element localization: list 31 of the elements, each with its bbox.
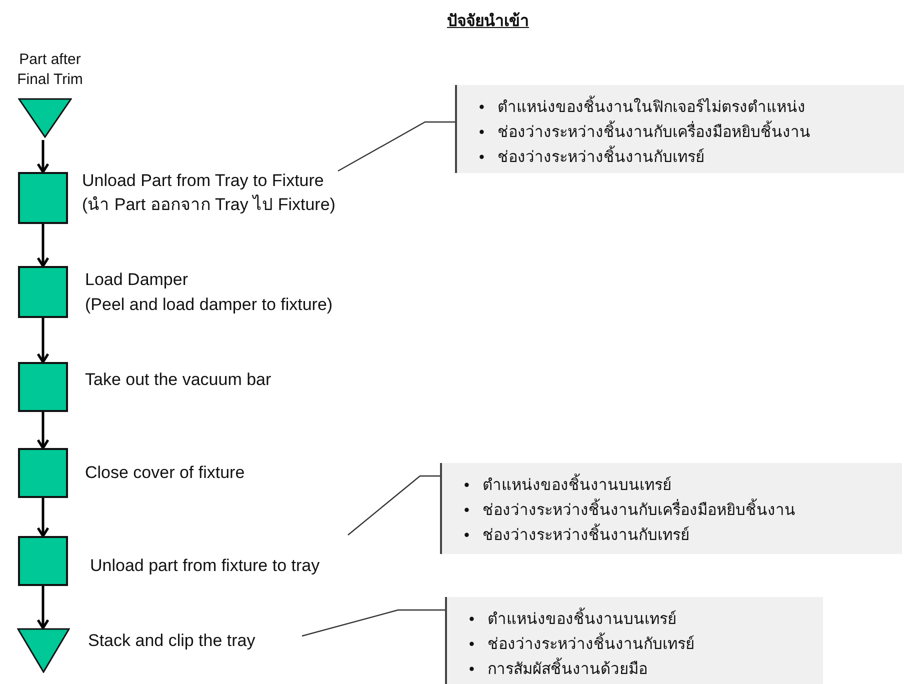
step-label: Stack and clip the tray <box>88 630 256 652</box>
bullet-text: • ช่องว่างระหว่างชิ้นงานกับเทรย์ <box>479 145 904 170</box>
leader-line <box>338 121 455 172</box>
bullet-text: • ช่องว่างระหว่างชิ้นงานกับเทรย์ <box>464 523 902 548</box>
arrow <box>36 498 50 538</box>
step-label: Close cover of fixture <box>85 462 245 484</box>
step-note: (Peel and load damper to fixture) <box>85 294 333 316</box>
callout-box <box>455 85 904 173</box>
step-label: Take out the vacuum bar <box>85 369 272 391</box>
bullet-text: • ช่องว่างระหว่างชิ้นงานกับเครื่องมือหยิบชิ้นงาน <box>479 120 904 145</box>
callout-box <box>440 463 902 554</box>
step-note: (นำ Part ออกจาก Tray ไป Fixture) <box>82 194 336 216</box>
arrow <box>36 318 50 364</box>
arrow <box>36 140 50 174</box>
bullet-text: • ตำแหน่งของชิ้นงานในฟิกเจอร์ไม่ตรงตำแหน่ง <box>479 95 904 120</box>
arrow <box>36 224 50 268</box>
bullet-text: • ช่องว่างระหว่างชิ้นงานกับเทรย์ <box>469 632 823 657</box>
title: ปัจจัยนำเข้า <box>447 11 529 32</box>
step-label: Unload part from fixture to tray <box>90 555 320 577</box>
leader-line <box>302 609 445 637</box>
callout-box <box>445 597 823 684</box>
step-label: Unload Part from Tray to Fixture <box>82 170 324 192</box>
arrow <box>36 586 50 630</box>
step-label: Part after Final Trim <box>16 50 84 90</box>
bullet-text: • ช่องว่างระหว่างชิ้นงานกับเครื่องมือหยิบชิ้นงาน <box>464 498 902 523</box>
bullet-text: • ตำแหน่งของชิ้นงานบนเทรย์ <box>469 607 823 632</box>
arrow <box>36 412 50 450</box>
bullet-text: • ตำแหน่งของชิ้นงานบนเทรย์ <box>464 473 902 498</box>
step-label: Load Damper <box>85 269 188 291</box>
leader-line <box>348 475 440 536</box>
bullet-text: • การสัมผัสชิ้นงานด้วยมือ <box>469 657 823 682</box>
